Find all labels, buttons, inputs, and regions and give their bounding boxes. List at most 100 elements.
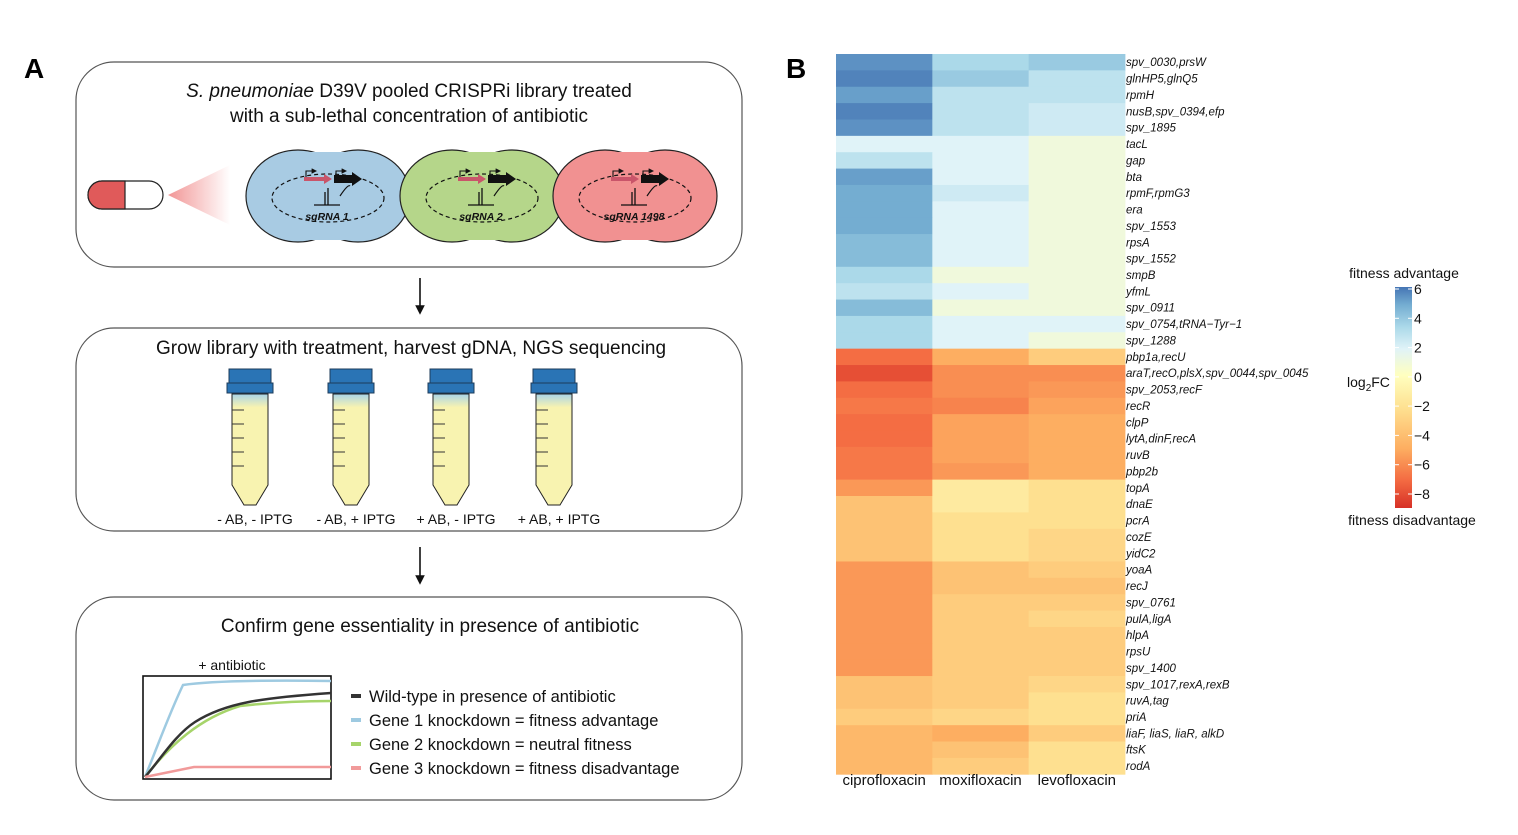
heatmap-cell <box>836 54 933 71</box>
heatmap-cell <box>932 168 1030 186</box>
heatmap-row-label: tacL <box>1126 139 1148 151</box>
heatmap-cell <box>1028 692 1126 710</box>
heatmap-cell <box>836 348 933 366</box>
heatmap-cell <box>836 676 933 693</box>
heatmap-row-label: recR <box>1126 401 1150 413</box>
scale-tick-label: 2 <box>1414 340 1422 356</box>
heatmap-cell <box>1028 119 1126 137</box>
legend-item-3: Gene 2 knockdown = neutral fitness <box>351 736 632 754</box>
heatmap-row-label: ftsK <box>1126 745 1147 757</box>
heatmap-cell <box>932 479 1030 497</box>
heatmap-cell <box>836 103 933 120</box>
heatmap-cell <box>836 594 933 611</box>
heatmap-cell <box>932 659 1030 677</box>
heatmap-row-label: nusB,spv_0394,efp <box>1126 106 1225 118</box>
heatmap-row-label: spv_0030,prsW <box>1126 57 1207 69</box>
heatmap-cell <box>836 381 933 399</box>
heatmap-cell <box>836 577 933 595</box>
heatmap-cell <box>836 135 933 153</box>
curve-gene1 <box>143 679 332 778</box>
heatmap-cell <box>1028 381 1126 399</box>
heatmap-row-label: araT,recO,plsX,spv_0044,spv_0045 <box>1126 368 1309 380</box>
heatmap-cell <box>1028 397 1126 415</box>
heatmap-cell <box>932 610 1030 628</box>
heatmap-row-label: ruvA,tag <box>1126 696 1169 708</box>
heatmap-cell <box>1028 86 1126 104</box>
plasmid-outline <box>425 173 539 223</box>
heatmap-cell <box>836 430 933 448</box>
heatmap-cell <box>1028 430 1126 448</box>
gene-arrow-black <box>488 172 516 186</box>
heatmap <box>836 54 1126 775</box>
tube-group: - AB, - IPTG- AB, + IPTG+ AB, - IPTG+ AB… <box>217 368 600 527</box>
heatmap-cell <box>836 757 933 775</box>
legend-text: Gene 2 knockdown = neutral fitness <box>369 736 632 754</box>
heatmap-row-label: spv_1288 <box>1126 335 1176 347</box>
heatmap-cell <box>1028 70 1126 88</box>
plot-label: + antibiotic <box>198 657 265 673</box>
heatmap-cell <box>836 119 933 137</box>
heatmap-cell <box>932 397 1030 415</box>
heatmap-row-label: liaF, liaS, liaR, alkD <box>1126 728 1224 740</box>
heatmap-cell <box>836 708 933 726</box>
heatmap-cell <box>932 348 1030 366</box>
heatmap-cell <box>1028 610 1126 628</box>
tube-cap <box>329 368 373 384</box>
heatmap-cell <box>932 512 1030 530</box>
heatmap-cell <box>932 217 1030 235</box>
cell-2: sgRNA 2 <box>399 149 565 243</box>
growth-plot-frame <box>142 675 332 780</box>
library-box-title: S. pneumoniae D39V pooled CRISPRi librar… <box>186 81 632 102</box>
heatmap-cell <box>932 708 1030 726</box>
heatmap-cell <box>836 365 933 382</box>
tube-2: - AB, + IPTG <box>317 368 396 527</box>
gene-arrow-red <box>304 174 332 184</box>
curve-gene3 <box>144 765 331 779</box>
heatmap-cell <box>932 528 1030 546</box>
heatmap-cell <box>932 250 1030 268</box>
heatmap-cell <box>932 643 1030 661</box>
heatmap-cell <box>836 168 933 186</box>
heatmap-row-label: rodA <box>1126 761 1151 773</box>
heatmap-cell <box>1028 577 1126 595</box>
heatmap-cell <box>932 54 1030 71</box>
heatmap-cell <box>836 479 933 497</box>
heatmap-cell <box>932 152 1030 169</box>
heatmap-cell <box>932 299 1030 317</box>
tube-label: - AB, + IPTG <box>317 511 396 527</box>
heatmap-row-label: spv_1895 <box>1126 123 1176 135</box>
heatmap-cell <box>932 315 1030 333</box>
heatmap-row-label: rpsA <box>1126 237 1150 249</box>
heatmap-row-label: cozE <box>1126 532 1152 544</box>
heatmap-cell <box>932 234 1030 251</box>
heatmap-cell <box>836 86 933 104</box>
heatmap-cell <box>1028 659 1126 677</box>
heatmap-cell <box>932 119 1030 137</box>
heatmap-cell <box>836 626 933 644</box>
antibiotic-pill-icon <box>87 180 164 210</box>
heatmap-row-label: rpsU <box>1126 647 1151 659</box>
heatmap-cell <box>932 757 1030 775</box>
heatmap-cell <box>836 184 933 202</box>
legend-text: Wild-type in presence of antibiotic <box>369 688 616 706</box>
heatmap-cell <box>932 86 1030 104</box>
legend-item-2: Gene 1 knockdown = fitness advantage <box>351 712 658 730</box>
heatmap-cell <box>932 414 1030 431</box>
heatmap-cell <box>1028 545 1126 562</box>
heatmap-cell <box>836 561 933 579</box>
heatmap-cell <box>836 725 933 742</box>
heatmap-cell <box>1028 446 1126 464</box>
heatmap-cell <box>932 725 1030 742</box>
scale-tick-label: 0 <box>1414 369 1422 385</box>
confirm-box <box>75 596 743 801</box>
growth-legend: Wild-type in presence of antibioticGene … <box>351 688 680 778</box>
tube-1: - AB, - IPTG <box>217 368 293 527</box>
heatmap-cell <box>836 217 933 235</box>
heatmap-cell <box>836 446 933 464</box>
heatmap-cell <box>1028 725 1126 742</box>
heatmap-cell <box>932 594 1030 611</box>
heatmap-row-label: spv_2053,recF <box>1126 385 1203 397</box>
